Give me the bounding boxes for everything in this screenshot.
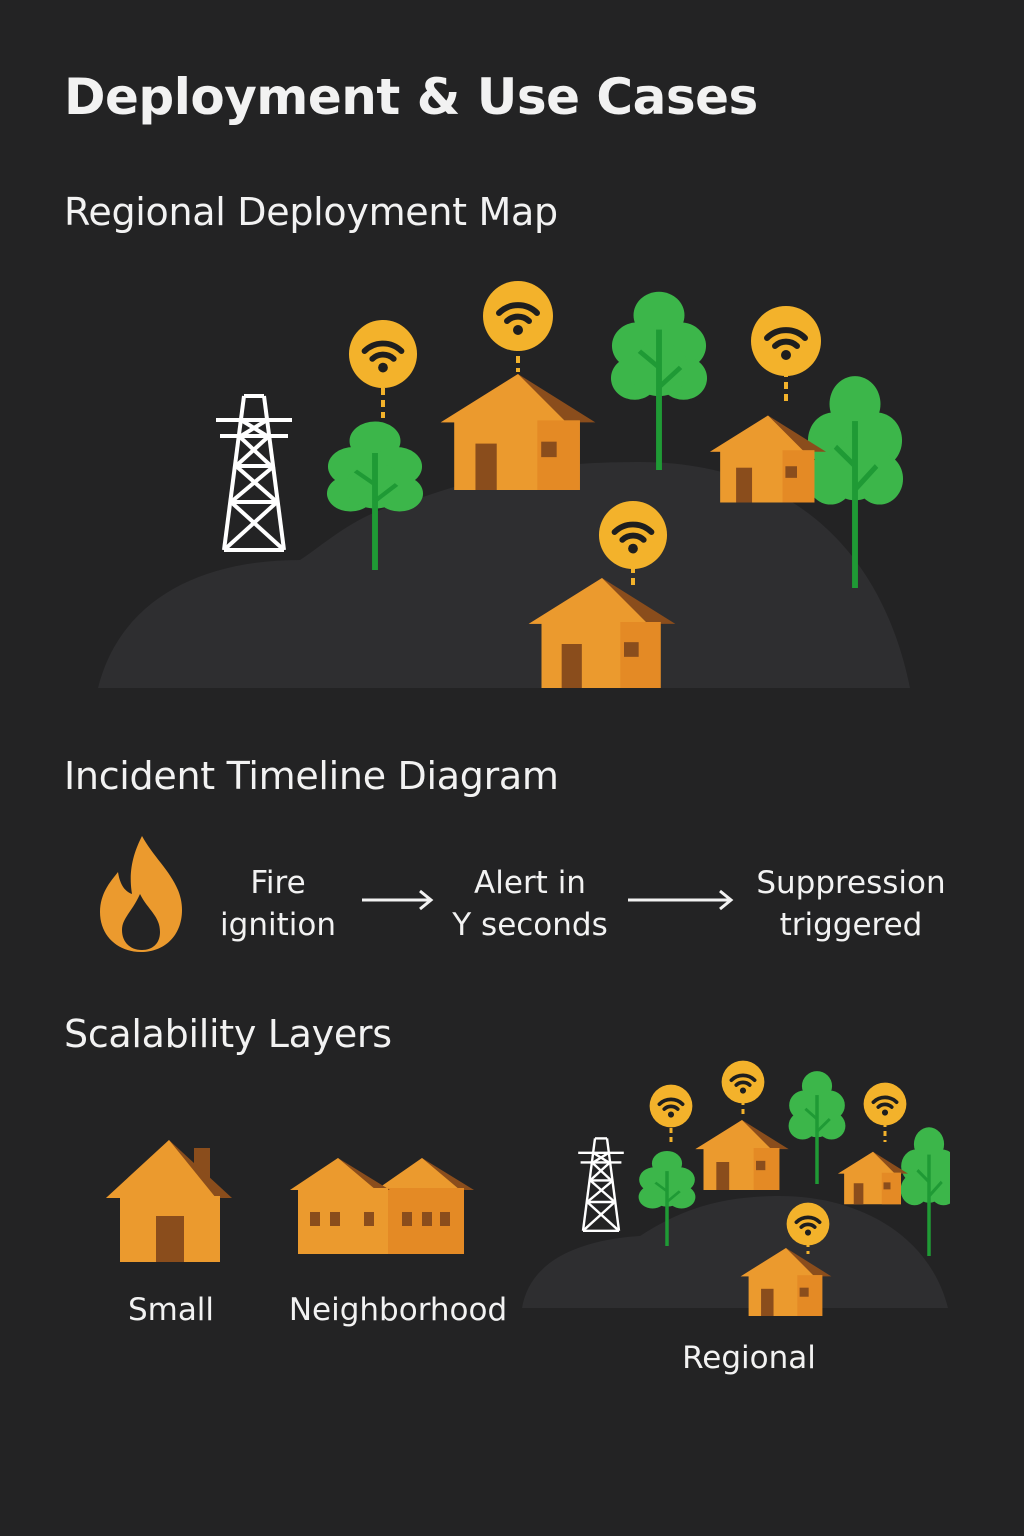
scale-label-regional: Regional xyxy=(682,1340,816,1376)
hill xyxy=(98,462,910,688)
page-title: Deployment & Use Cases xyxy=(64,68,758,126)
scale-label-small: Small xyxy=(127,1292,215,1328)
timeline-step-fire-ignition: Fire ignition xyxy=(220,865,336,943)
timeline-section-title: Incident Timeline Diagram xyxy=(64,754,559,798)
tree-icon xyxy=(900,1126,950,1256)
map-section-title: Regional Deployment Map xyxy=(64,190,558,234)
scalability-section-title: Scalability Layers xyxy=(64,1012,392,1056)
regional-map-icon xyxy=(522,1060,950,1316)
scale-label-neighborhood: Neighborhood xyxy=(288,1292,508,1328)
wifi-sensor-icon xyxy=(721,1060,765,1104)
wifi-sensor-icon xyxy=(483,281,553,351)
wifi-sensor-icon xyxy=(649,1084,693,1128)
tree-icon xyxy=(611,292,707,470)
arrow-right-icon xyxy=(362,889,434,911)
house-icon xyxy=(106,1140,232,1262)
arrow-right-icon xyxy=(628,889,734,911)
two-houses-icon xyxy=(290,1158,474,1254)
tree-icon xyxy=(788,1070,846,1184)
wifi-sensor-icon xyxy=(786,1202,830,1246)
power-tower-icon xyxy=(577,1137,625,1232)
wifi-sensor-icon xyxy=(863,1082,907,1126)
power-tower-icon xyxy=(214,394,294,552)
fire-icon xyxy=(100,836,182,952)
timeline-step-suppression: Suppression triggered xyxy=(756,865,946,943)
house-icon xyxy=(710,415,826,503)
wifi-sensor-icon xyxy=(751,306,821,376)
wifi-sensor-icon xyxy=(599,501,667,569)
regional-deployment-map xyxy=(98,270,910,688)
house-icon xyxy=(838,1151,908,1205)
timeline-step-alert: Alert in Y seconds xyxy=(452,865,608,943)
wifi-sensor-icon xyxy=(349,320,417,388)
house-icon xyxy=(440,374,596,490)
house-icon xyxy=(695,1120,789,1190)
